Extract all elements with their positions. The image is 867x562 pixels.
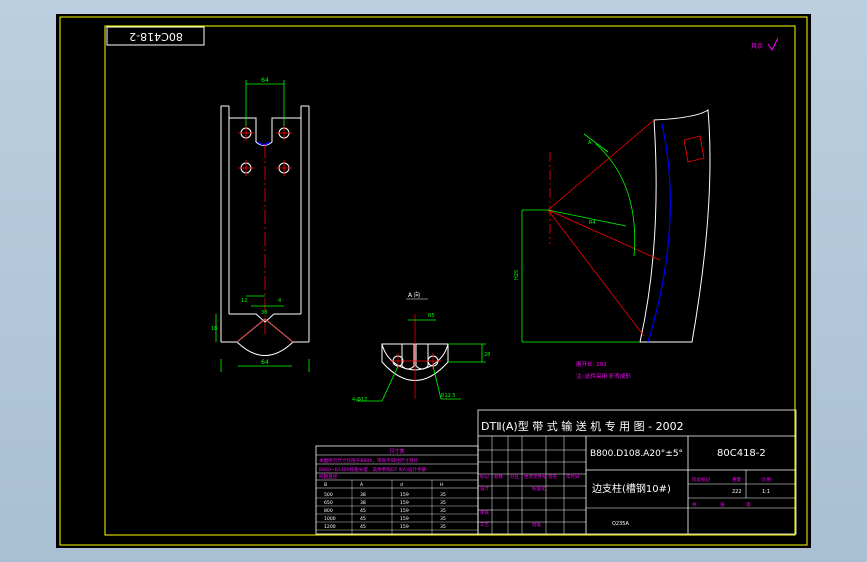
inner-frame: [104, 25, 796, 536]
front-view: 64 64 12 18 4 38: [211, 77, 310, 372]
table-body: 500 38 159 35 650 38 159 35 800 45 159 35 1000 45 159 3…: [316, 480, 478, 534]
table-cell: 159: [400, 524, 409, 530]
label-total: 共: [692, 501, 697, 508]
table-header-cell: H: [440, 482, 443, 488]
table-cell: 159: [400, 500, 409, 506]
table-cell: 1000: [324, 516, 336, 522]
table-cell: 45: [360, 516, 366, 522]
dim-radius: R12.5: [441, 393, 456, 399]
table-line-2: B800~B1400托辊长度，其余参照DT Ⅱ(A)设计手册: [319, 466, 427, 473]
table-cell: 159: [400, 492, 409, 498]
label-count: 处数: [494, 473, 503, 480]
label-zone: 分区: [510, 473, 519, 480]
label-scale: 比例: [762, 476, 771, 483]
label-marker: 标记: [480, 473, 489, 480]
label-standardize: 标准化: [532, 485, 546, 492]
table-cell: 35: [440, 516, 446, 522]
note-bending: 注: 此件采用 折弯成形: [576, 372, 631, 380]
table-cell: 800: [324, 508, 333, 514]
table-cell: 45: [360, 508, 366, 514]
table-cell: 500: [324, 492, 333, 498]
label-review: 审核: [480, 509, 489, 516]
table-header-cell: B: [324, 482, 327, 488]
table-cell: 45: [360, 524, 366, 530]
dim-height: H25: [514, 270, 520, 280]
code-box-top-left: 80C418-2: [106, 26, 205, 46]
table-cell: 1200: [324, 524, 336, 530]
dim-side-c: 4: [278, 298, 281, 304]
label-of: 第: [746, 501, 751, 508]
side-view: A R4 H25 展开长: 292 注: 此件采用 折弯成形: [514, 109, 711, 380]
table-cell: 159: [400, 508, 409, 514]
title-block: DTⅡ(A)型 带 式 输 送 机 专 用 图 - 2002 B800.D108…: [477, 409, 797, 535]
material: Q235A: [612, 521, 629, 527]
dim-width-top: 64: [261, 77, 269, 84]
a-direction-view: A 向 R5 28 4-Φ12 R12.5: [352, 291, 490, 403]
main-title: DTⅡ(A)型 带 式 输 送 机 专 用 图 - 2002: [481, 419, 684, 433]
weight-value: 222: [732, 489, 742, 495]
label-sheet: 张: [720, 501, 725, 508]
table-cell: 35: [440, 508, 446, 514]
label-date: 年月日: [566, 473, 580, 480]
code-top-left-text: 80C418-2: [129, 30, 183, 43]
label-process: 工艺: [480, 522, 489, 528]
drawing-code: 80C418-2: [717, 448, 766, 459]
label-approve: 批准: [532, 521, 541, 528]
dim-av-right: 28: [484, 352, 490, 358]
roughness-note: 其余: [751, 42, 763, 50]
table-sub: 托辊直径: [319, 473, 338, 480]
spec-text: B800.D108.A20°±5°: [590, 449, 683, 459]
dim-av-top: R5: [428, 313, 435, 319]
table-cell: 38: [360, 492, 366, 498]
outer-frame: [59, 16, 808, 546]
dim-side-d: 38: [261, 310, 267, 316]
drawing-sheet: 80C418-2 其余: [56, 14, 811, 548]
scale-value: 1:1: [762, 489, 770, 495]
dim-r: R4: [589, 220, 596, 226]
table-cell: 35: [440, 524, 446, 530]
table-cell: 38: [360, 500, 366, 506]
label-change-doc: 更改文件号: [524, 473, 547, 480]
table-title: 尺寸表: [389, 448, 404, 455]
dim-angle: A: [588, 140, 592, 146]
table-header-cell: A: [360, 482, 364, 488]
note-developed-length: 展开长: 292: [576, 360, 607, 368]
table-cell: 35: [440, 492, 446, 498]
table-cell: 650: [324, 500, 333, 506]
view-label: A 向: [408, 291, 420, 299]
table-cell: 35: [440, 500, 446, 506]
dim-side-b: 18: [211, 326, 217, 332]
dim-width-bottom: 64: [261, 359, 269, 366]
label-weight: 重量: [732, 476, 741, 483]
part-name: 边支柱(槽钢10#): [592, 482, 671, 495]
roughness-symbol: 其余: [751, 37, 779, 51]
label-signature: 签名: [548, 473, 557, 480]
label-design: 设计: [480, 485, 489, 492]
table-cell: 159: [400, 516, 409, 522]
dim-holes: 4-Φ12: [352, 397, 367, 403]
label-stage-mark: 阶段标记: [692, 476, 710, 483]
cad-drawing: 80C418-2 其余: [59, 16, 808, 546]
table-line-1: 本图所示尺寸仅限于B800，带宽不同时尺寸另计: [319, 457, 419, 464]
dimension-table: 尺寸表 本图所示尺寸仅限于B800，带宽不同时尺寸另计 B800~B1400托辊…: [315, 445, 479, 535]
table-header-cell: d: [400, 482, 403, 488]
dim-side-a: 12: [241, 298, 247, 304]
